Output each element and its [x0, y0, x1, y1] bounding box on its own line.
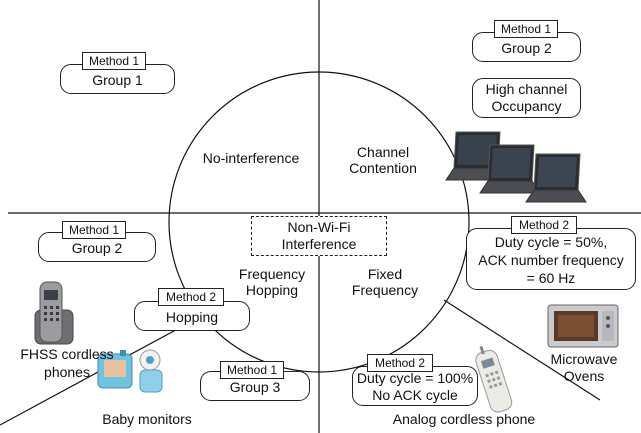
group2-left-method-tag: Method 1	[62, 221, 126, 239]
interference-circle	[168, 71, 470, 373]
cordless-phone-image	[34, 281, 74, 345]
fixed-frequency-line2: Frequency	[351, 282, 419, 298]
duty-50-line3: = 60 Hz	[526, 270, 576, 286]
non-wifi-line2: Interference	[281, 236, 357, 252]
lower-left-diagonal	[0, 324, 186, 426]
duty-50-method-tag: Method 2	[511, 216, 577, 234]
hopping-method-tag: Method 2	[158, 288, 224, 306]
no-interference-label: No-interference	[202, 150, 300, 166]
duty-100-line1: Duty cycle = 100%	[356, 370, 474, 386]
occupancy-line1: High channel	[485, 81, 568, 97]
microwave-caption: Microwave Ovens	[544, 351, 624, 385]
duty-50-line1: Duty cycle = 50%,	[494, 234, 608, 250]
non-wifi-line1: Non-Wi-Fi	[287, 219, 351, 235]
fhss-line1: FHSS cordless	[20, 346, 114, 362]
analog-phone-image	[475, 346, 513, 413]
frequency-hopping-line1: Frequency	[238, 266, 306, 282]
fixed-frequency-label: Fixed Frequency	[340, 266, 430, 298]
group2-top-method-tag: Method 1	[494, 20, 558, 38]
channel-contention-line1: Channel	[356, 144, 410, 160]
duty-50-line2: ACK number frequency	[478, 252, 624, 268]
analog-phone-caption: Analog cordless phone	[392, 411, 536, 427]
fixed-frequency-line1: Fixed	[367, 266, 403, 282]
microwave-image	[547, 304, 619, 348]
fhss-phones-caption: FHSS cordless phones	[12, 345, 122, 381]
microwave-line1: Microwave	[550, 351, 618, 367]
hopping-box: Hopping	[134, 301, 250, 331]
duty-50-box: Duty cycle = 50%, ACK number frequency =…	[466, 228, 636, 290]
lower-right-diagonal	[443, 299, 601, 401]
group3-method-tag: Method 1	[220, 361, 284, 379]
duty-100-line2: No ACK cycle	[372, 387, 458, 403]
frequency-hopping-label: Frequency Hopping	[236, 266, 308, 298]
frequency-hopping-line2: Hopping	[245, 282, 299, 298]
channel-contention-line2: Contention	[349, 160, 417, 176]
fhss-line2: phones	[44, 364, 90, 380]
non-wifi-interference-box: Non-Wi-Fi Interference	[251, 216, 387, 256]
occupancy-line2: Occupancy	[491, 98, 562, 114]
laptops-image	[445, 131, 587, 203]
group1-method-tag: Method 1	[82, 52, 146, 70]
baby-monitors-caption: Baby monitors	[102, 411, 192, 427]
high-channel-occupancy-box: High channel Occupancy	[472, 78, 581, 118]
duty-100-method-tag: Method 2	[367, 354, 433, 372]
baby-monitors-image	[97, 349, 163, 393]
duty-100-box: Duty cycle = 100% No ACK cycle	[352, 366, 478, 406]
microwave-line2: Ovens	[563, 368, 605, 384]
channel-contention-label: Channel Contention	[343, 144, 423, 176]
